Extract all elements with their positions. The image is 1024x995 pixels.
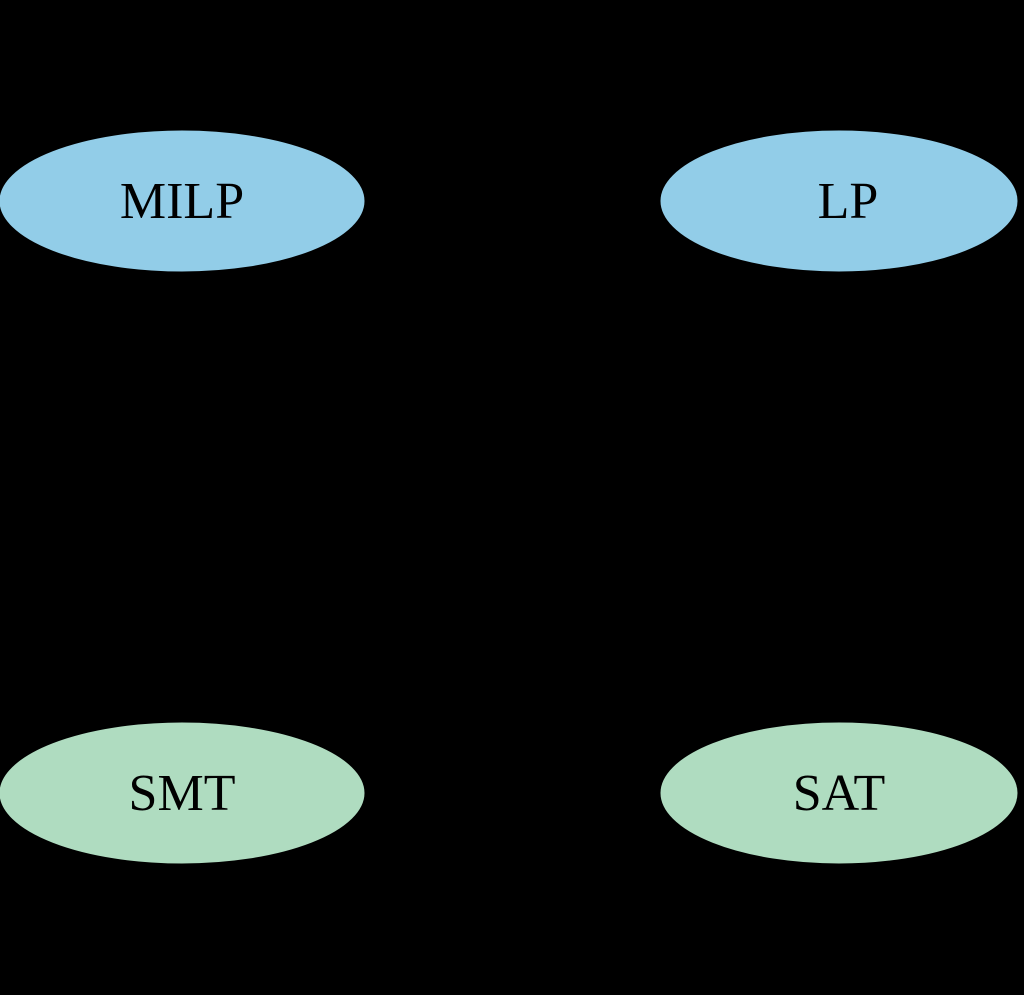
node-smt-label: SMT: [129, 765, 236, 822]
node-milp-label: MILP: [120, 173, 244, 230]
node-lp[interactable]: LP: [659, 129, 1019, 273]
node-lp-label: LP: [818, 173, 879, 230]
node-smt-shape[interactable]: [0, 721, 366, 865]
node-sat-shape[interactable]: [659, 721, 1019, 865]
node-lp-shape[interactable]: [659, 129, 1019, 273]
node-milp-shape[interactable]: [0, 129, 366, 273]
node-smt[interactable]: SMT: [0, 721, 366, 865]
node-milp[interactable]: MILP: [0, 129, 366, 273]
edge-layer: [181, 200, 840, 794]
node-sat[interactable]: SAT: [659, 721, 1019, 865]
node-sat-label: SAT: [793, 765, 885, 822]
